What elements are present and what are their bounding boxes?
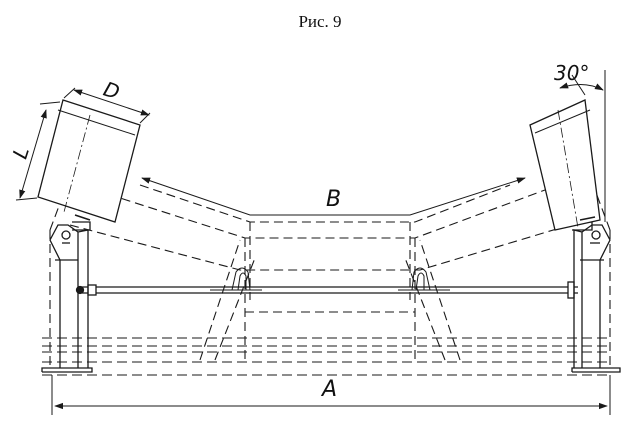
label-b: B <box>326 187 341 212</box>
label-d: D <box>101 77 123 105</box>
label-angle: 30° <box>554 61 589 85</box>
left-roller <box>37 99 141 223</box>
cross-shaft <box>75 281 578 299</box>
dimension-angle <box>559 70 606 222</box>
left-support-post <box>41 221 93 373</box>
dimension-a <box>51 375 611 415</box>
dimension-d <box>63 87 151 124</box>
base-frame <box>42 337 612 376</box>
figure-caption: Рис. 9 <box>298 12 342 31</box>
right-roller <box>529 99 601 231</box>
dimension-l <box>15 101 61 201</box>
middle-brackets <box>210 267 450 291</box>
dimension-b <box>141 177 526 216</box>
label-l: L <box>8 144 34 162</box>
right-support-post <box>571 221 621 373</box>
label-a: A <box>320 377 337 402</box>
dashed-trough-outline <box>49 184 611 370</box>
